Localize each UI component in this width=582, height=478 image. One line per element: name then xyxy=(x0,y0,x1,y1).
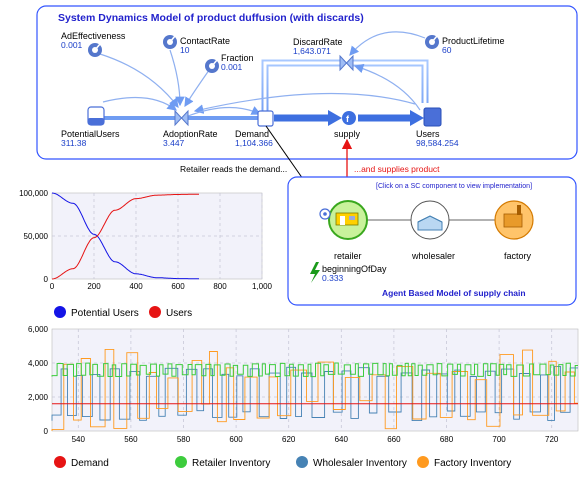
stock-value-demand: 1,104.366 xyxy=(235,138,273,148)
chart2-xtick-label: 600 xyxy=(229,435,243,444)
users-stock-icon[interactable] xyxy=(423,107,442,127)
diffusion-chart: 0 200 400 600 800 1,000 0 50,000 100,000 xyxy=(19,189,272,291)
param-name-discard: DiscardRate xyxy=(293,37,343,47)
chart1-xtick-label: 600 xyxy=(171,282,185,291)
chart2-xtick-label: 640 xyxy=(335,435,349,444)
param-value-ad: 0.001 xyxy=(61,40,83,50)
legend-swatch-demand xyxy=(54,456,66,468)
param-value-discard: 1,643.071 xyxy=(293,46,331,56)
function-name-supply: supply xyxy=(334,129,361,139)
factory-agent-icon[interactable] xyxy=(494,200,534,240)
legend-demand: Demand xyxy=(71,458,109,469)
legend-swatch-factory xyxy=(417,456,429,468)
chart1-xtick-label: 1,000 xyxy=(252,282,273,291)
chart1-ytick-label: 0 xyxy=(44,275,49,284)
contact-rate-icon[interactable] xyxy=(163,35,177,49)
chart2-xtick-label: 620 xyxy=(282,435,296,444)
chart2-xtick-label: 560 xyxy=(124,435,138,444)
stock-value-potential: 311.38 xyxy=(61,138,87,148)
chart1-xtick-label: 800 xyxy=(213,282,227,291)
event-value: 0.333 xyxy=(322,273,344,283)
agent-label-wholesaler: wholesaler xyxy=(411,251,455,261)
chart2-xtick-label: 580 xyxy=(177,435,191,444)
legend-factory-inventory: Factory Inventory xyxy=(434,458,511,469)
legend-swatch-users xyxy=(149,306,161,318)
param-value-lifetime: 60 xyxy=(442,45,452,55)
chart2-ytick-label: 0 xyxy=(44,427,49,436)
legend-swatch-potential xyxy=(54,306,66,318)
retailer-reads-annotation: Retailer reads the demand... xyxy=(180,164,287,174)
svg-text:f: f xyxy=(346,114,350,124)
legend-wholesaler-inventory: Wholesaler Inventory xyxy=(313,458,407,469)
param-name-ad: AdEffectiveness xyxy=(61,31,126,41)
supply-function-icon[interactable]: f xyxy=(342,111,356,125)
param-value-fraction: 0.001 xyxy=(221,62,243,72)
agent-label-retailer: retailer xyxy=(334,251,362,261)
supplies-annotation: ...and supplies product xyxy=(354,164,440,174)
chart2-legend: Demand Retailer Inventory Wholesaler Inv… xyxy=(54,456,511,469)
param-name-fraction: Fraction xyxy=(221,53,254,63)
sd-panel-title: System Dynamics Model of product duffusi… xyxy=(58,12,364,24)
discard-valve-icon[interactable] xyxy=(339,54,354,72)
adoption-valve-icon[interactable] xyxy=(174,109,189,127)
series-factory-inventory xyxy=(51,348,578,431)
agent-based-panel: [Click on a SC component to view impleme… xyxy=(287,176,577,306)
potential-users-stock-icon[interactable] xyxy=(87,106,105,126)
flow-name-adoption: AdoptionRate xyxy=(163,129,218,139)
agent-label-factory: factory xyxy=(504,251,532,261)
flow-value-adoption: 3.447 xyxy=(163,138,185,148)
chart1-series-line xyxy=(51,193,199,280)
chart2-xtick-label: 700 xyxy=(492,435,506,444)
stock-name-demand: Demand xyxy=(235,129,269,139)
supply-chain-chart: 540 560 580 600 620 640 660 680 700 720 0 2,000 4,00… xyxy=(28,325,579,444)
chart2-xtick-label: 540 xyxy=(72,435,86,444)
chart2-ytick-label: 2,000 xyxy=(28,393,49,402)
stock-name-potential: PotentialUsers xyxy=(61,129,120,139)
demand-stock-icon[interactable] xyxy=(257,110,274,127)
legend-swatch-retailer xyxy=(175,456,187,468)
chart1-ytick-label: 100,000 xyxy=(19,189,48,198)
ab-panel-hint: [Click on a SC component to view impleme… xyxy=(376,183,532,190)
event-start-icon[interactable] xyxy=(319,208,331,220)
event-name: beginningOfDay xyxy=(322,264,387,274)
chart1-ytick-label: 50,000 xyxy=(24,232,49,241)
fraction-icon[interactable] xyxy=(205,59,219,73)
wholesaler-agent-icon[interactable] xyxy=(410,200,450,240)
param-name-contact: ContactRate xyxy=(180,36,230,46)
stock-name-users: Users xyxy=(416,129,440,139)
legend-swatch-wholesaler xyxy=(296,456,308,468)
retailer-agent-icon[interactable] xyxy=(328,200,368,240)
ab-panel-title: Agent Based Model of supply chain xyxy=(382,288,526,298)
system-dynamics-panel: System Dynamics Model of product duffusi… xyxy=(36,5,578,160)
chart2-xtick-label: 660 xyxy=(387,435,401,444)
product-lifetime-icon[interactable] xyxy=(425,35,439,49)
legend-users: Users xyxy=(166,308,192,319)
chart1-series-line xyxy=(51,192,199,280)
chart1-xtick-label: 0 xyxy=(50,282,55,291)
chart2-ytick-label: 4,000 xyxy=(28,359,49,368)
legend-potential-users: Potential Users xyxy=(71,308,139,319)
legend-retailer-inventory: Retailer Inventory xyxy=(192,458,270,469)
series-retailer-inventory xyxy=(51,362,578,378)
chart1-xtick-label: 200 xyxy=(87,282,101,291)
chart2-ytick-label: 6,000 xyxy=(28,325,49,334)
ad-effectiveness-icon[interactable] xyxy=(88,43,102,57)
chart2-xtick-label: 680 xyxy=(440,435,454,444)
lightning-event-icon[interactable] xyxy=(310,262,320,283)
chart2-xtick-label: 720 xyxy=(545,435,559,444)
stock-value-users: 98,584.254 xyxy=(416,138,459,148)
chart1-xtick-label: 400 xyxy=(129,282,143,291)
param-value-contact: 10 xyxy=(180,45,190,55)
chart1-legend: Potential Users Users xyxy=(54,306,192,319)
param-name-lifetime: ProductLifetime xyxy=(442,36,505,46)
